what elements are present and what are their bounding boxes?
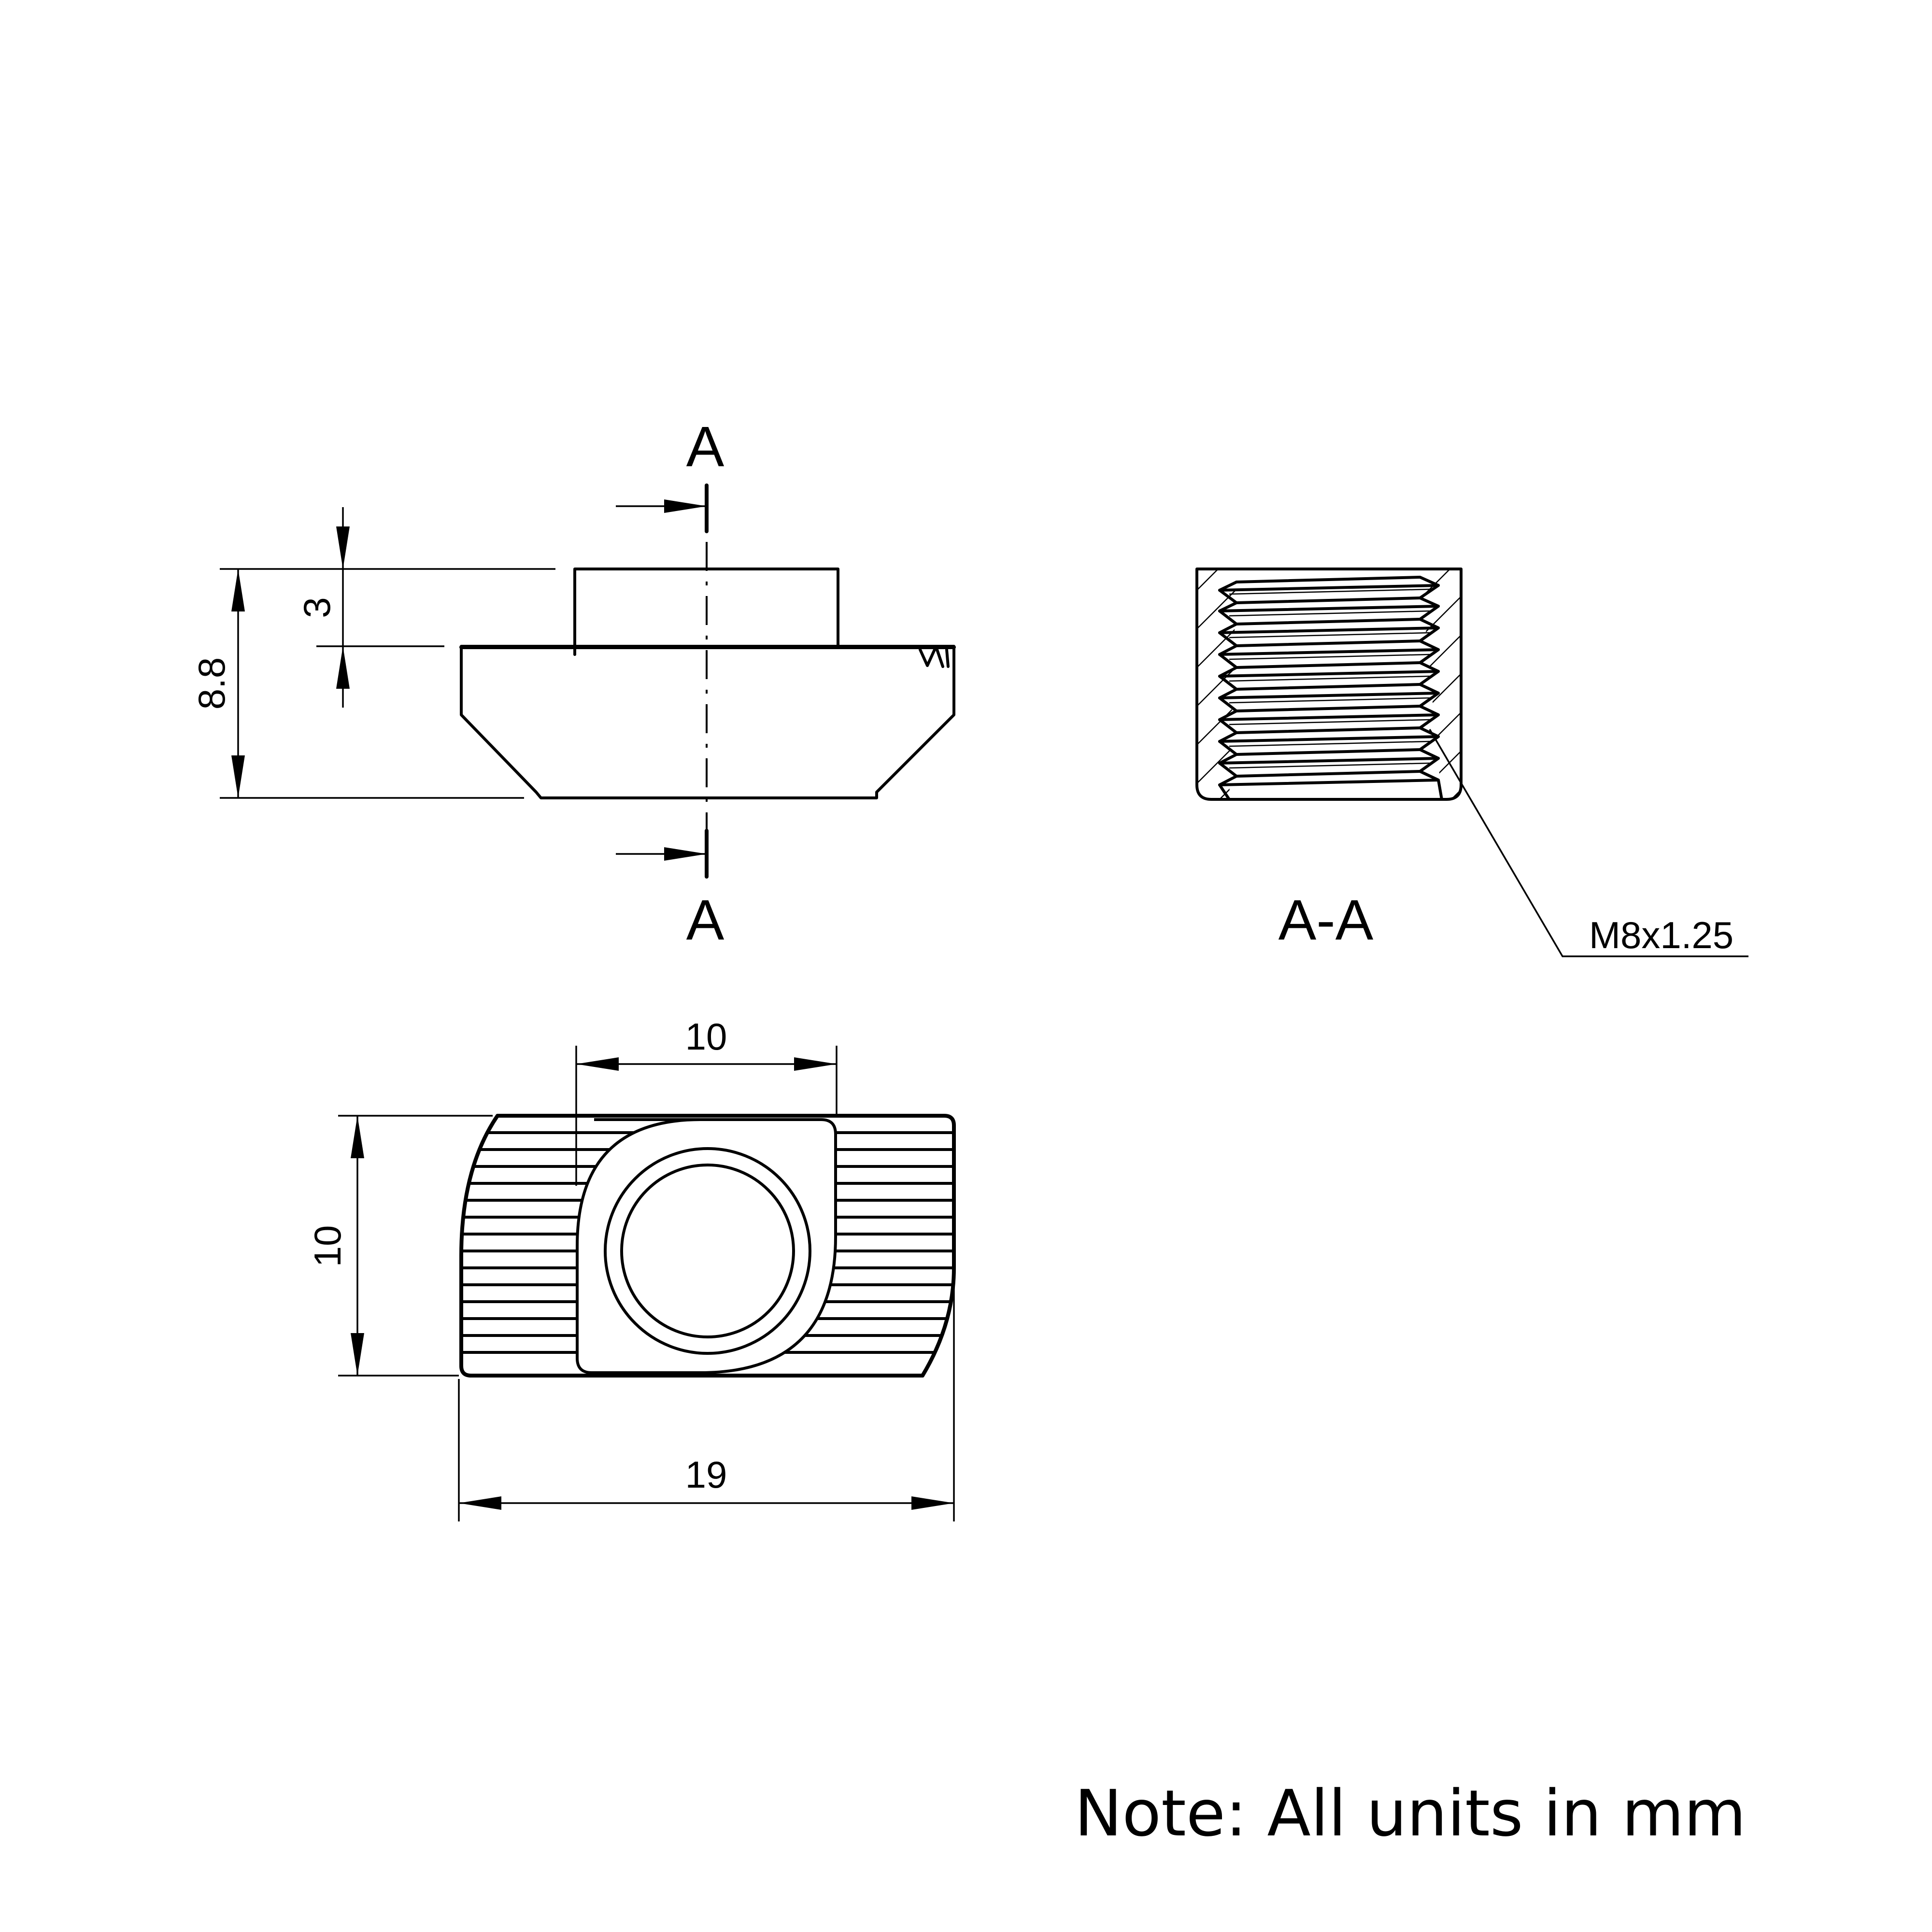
bore-outer-circle: [604, 1147, 811, 1355]
top-view-head-pad: [576, 1118, 837, 1374]
thread-profile-left: [1218, 581, 1238, 801]
front-view-knurl-marks: [919, 648, 950, 668]
dimension-total-height: 8.8: [190, 657, 233, 710]
front-view-dimensions: 3 8.8: [190, 507, 555, 799]
section-outline: [1195, 568, 1463, 801]
section-mark-top: A: [686, 415, 724, 479]
dimension-head-width: 10: [685, 1015, 727, 1058]
thread-callout-leader: [1429, 729, 1748, 957]
top-view-dimensions: 10 10 19: [306, 1015, 955, 1521]
top-view: [459, 1114, 956, 1378]
thread-callout: M8x1.25: [1589, 914, 1733, 956]
bore-inner-circle: [620, 1164, 795, 1338]
units-note: Note: All units in mm: [1075, 1776, 1746, 1851]
top-view-body: [459, 1114, 956, 1378]
dimension-body-height: 10: [306, 1225, 349, 1267]
front-view: A A: [459, 415, 956, 952]
section-mark-bottom: A: [686, 888, 724, 952]
dimension-flange-height: 3: [296, 597, 338, 618]
dimension-total-length: 19: [685, 1453, 727, 1496]
thread-helix-lines: [1218, 576, 1440, 786]
section-title: A-A: [1279, 888, 1374, 952]
section-view: M8x1.25 A-A: [1195, 568, 1748, 957]
thread-profile-right: [1419, 576, 1443, 801]
